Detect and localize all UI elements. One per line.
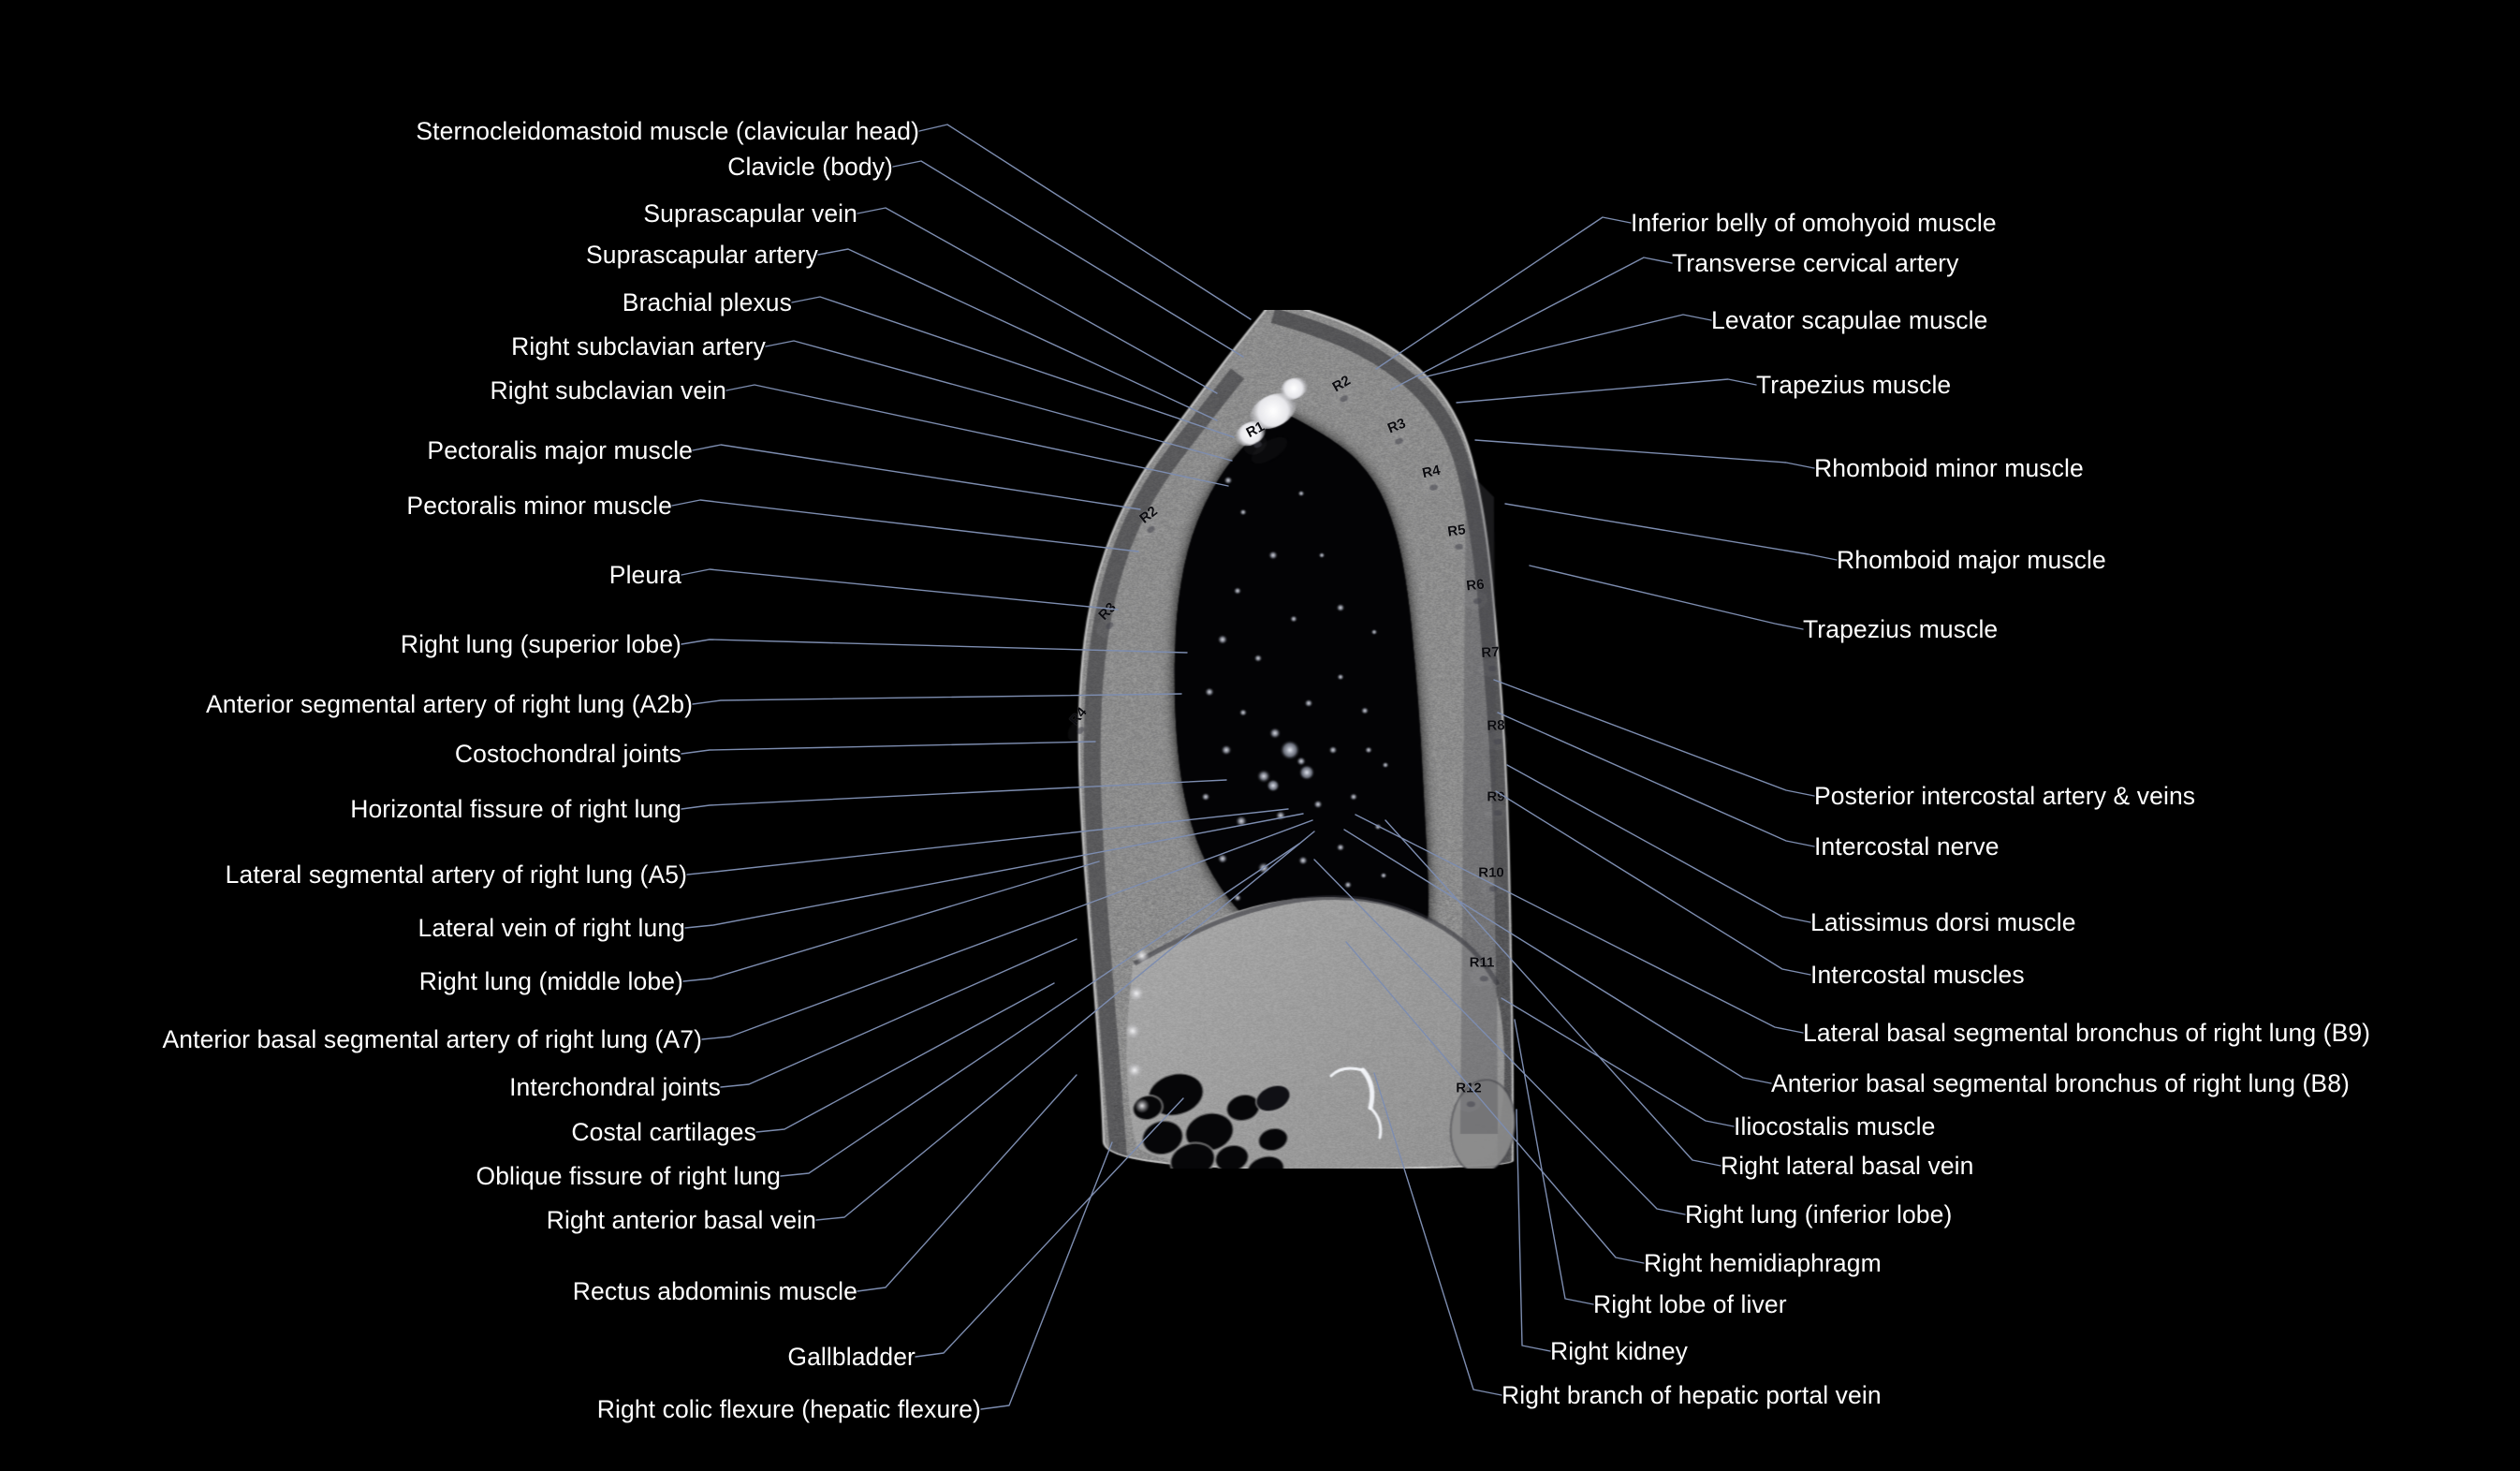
- anatomy-label: Pectoralis major muscle: [427, 438, 693, 463]
- anatomy-label: Right hemidiaphragm: [1644, 1251, 1882, 1276]
- anatomy-label: Lateral basal segmental bronchus of righ…: [1803, 1021, 2370, 1046]
- anatomy-label: Right lung (inferior lobe): [1685, 1202, 1952, 1228]
- anatomy-label: Sternocleidomastoid muscle (clavicular h…: [416, 119, 919, 144]
- rib-marker: R10: [1478, 866, 1504, 880]
- anatomy-label: Gallbladder: [787, 1345, 916, 1370]
- rib-marker: R4: [1421, 463, 1442, 481]
- anatomy-label: Right anterior basal vein: [547, 1208, 816, 1233]
- rib-marker: R6: [1466, 578, 1486, 594]
- rib-marker: R12: [1456, 1081, 1482, 1096]
- anatomy-label: Suprascapular vein: [643, 201, 857, 227]
- anatomy-label: Latissimus dorsi muscle: [1810, 910, 2076, 935]
- anatomy-label: Oblique fissure of right lung: [476, 1164, 782, 1189]
- anatomy-label: Right lung (middle lobe): [419, 969, 683, 994]
- anatomy-label: Anterior basal segmental bronchus of rig…: [1771, 1071, 2350, 1096]
- rib-marker: R7: [1481, 645, 1500, 660]
- anatomy-label: Iliocostalis muscle: [1734, 1114, 1935, 1140]
- anatomy-label: Right subclavian vein: [490, 378, 726, 404]
- anatomy-label: Lateral segmental artery of right lung (…: [226, 862, 687, 888]
- anatomy-label: Levator scapulae muscle: [1711, 308, 1987, 333]
- anatomy-label: Costal cartilages: [571, 1120, 756, 1145]
- anatomy-label: Lateral vein of right lung: [418, 916, 685, 941]
- anatomy-label: Costochondral joints: [455, 742, 681, 767]
- anatomy-label: Inferior belly of omohyoid muscle: [1631, 211, 1997, 236]
- anatomy-label: Right lung (superior lobe): [401, 632, 681, 657]
- anatomy-label: Anterior basal segmental artery of right…: [163, 1027, 703, 1052]
- anatomy-label: Right colic flexure (hepatic flexure): [597, 1397, 981, 1422]
- anatomy-label: Rhomboid major muscle: [1837, 548, 2106, 573]
- anatomy-label: Rectus abdominis muscle: [573, 1279, 857, 1304]
- anatomy-label: Clavicle (body): [727, 154, 893, 180]
- ct-image-canvas: [992, 310, 1555, 1169]
- rib-marker: R8: [1487, 718, 1505, 733]
- anatomy-label: Intercostal nerve: [1814, 834, 2000, 860]
- anatomy-label: Right lobe of liver: [1593, 1292, 1787, 1317]
- rib-marker: R9: [1487, 790, 1504, 804]
- leader-line: [981, 1142, 1112, 1409]
- anatomy-label: Rhomboid minor muscle: [1814, 456, 2084, 481]
- anatomy-label: Right subclavian artery: [511, 334, 766, 360]
- leader-line: [919, 125, 1251, 319]
- anatomy-label: Suprascapular artery: [586, 243, 818, 268]
- anatomy-label: Intercostal muscles: [1810, 963, 2025, 988]
- anatomy-label: Trapezius muscle: [1756, 373, 1951, 398]
- rib-marker: R11: [1470, 956, 1495, 970]
- anatomy-label: Right lateral basal vein: [1721, 1154, 1974, 1179]
- rib-marker: R5: [1446, 522, 1466, 539]
- leader-line: [1505, 504, 1837, 560]
- anatomy-label: Brachial plexus: [623, 290, 792, 316]
- anatomy-label: Trapezius muscle: [1803, 617, 1998, 642]
- anatomy-label: Pleura: [609, 563, 681, 588]
- leader-line: [1530, 566, 1803, 629]
- anatomy-label: Transverse cervical artery: [1672, 251, 1958, 276]
- ct-sagittal-image: R1R2R2R3R3R4R4R5R6R7R8R9R10R11R12: [992, 310, 1555, 1169]
- anatomy-label: Pectoralis minor muscle: [406, 493, 672, 519]
- anatomy-label: Interchondral joints: [509, 1075, 721, 1100]
- anatomy-label: Horizontal fissure of right lung: [350, 797, 681, 822]
- anatomy-label: Anterior segmental artery of right lung …: [206, 692, 693, 717]
- anatomy-label: Posterior intercostal artery & veins: [1814, 784, 2195, 809]
- anatomy-label: Right kidney: [1550, 1339, 1688, 1364]
- anatomy-label: Right branch of hepatic portal vein: [1502, 1383, 1882, 1408]
